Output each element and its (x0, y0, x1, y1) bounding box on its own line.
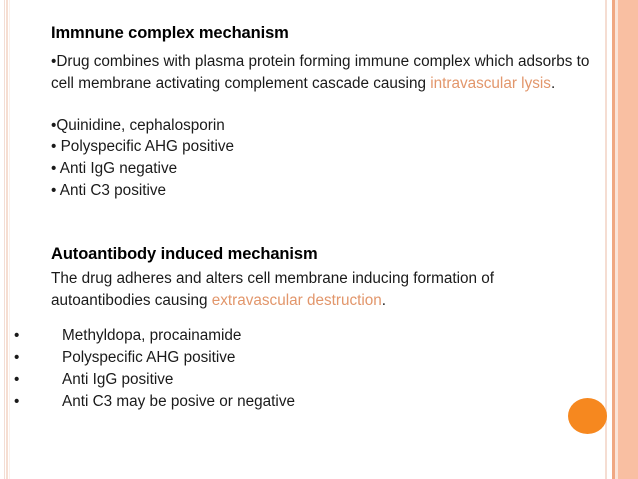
slide-content: Immnune complex mechanism •Drug combines… (14, 24, 596, 410)
section-1-bullet-3: • Anti IgG negative (51, 160, 178, 177)
left-border-thin-line (4, 0, 5, 479)
right-border-thin-line (605, 0, 607, 479)
right-border-accent-line (612, 0, 615, 479)
orange-circle-decoration (568, 398, 607, 434)
right-border-band (618, 0, 638, 479)
section-2-list-item-4-label: Anti C3 may be posive or negative (62, 393, 295, 410)
section-1-paragraph-lead: •Drug combines with plasma protein formi… (51, 53, 590, 92)
right-border-pale-line (615, 0, 618, 479)
section-2-list-item-3-label: Anti IgG positive (62, 371, 174, 388)
bullet-point-icon: • (14, 371, 20, 388)
section-1-paragraph: •Drug combines with plasma protein formi… (51, 51, 596, 94)
left-border-hairline (9, 0, 10, 479)
section-2-list-item-2-label: Polyspecific AHG positive (62, 349, 236, 366)
left-border-main-line (6, 0, 8, 479)
section-2-highlight-phrase: extravascular destruction (211, 291, 382, 309)
section-2-list-item-1-label: Methyldopa, procainamide (62, 327, 242, 344)
bullet-point-icon: • (14, 393, 20, 410)
section-2-paragraph: The drug adheres and alters cell membran… (51, 268, 596, 311)
section-2-heading: Autoantibody induced mechanism (51, 245, 318, 263)
section-1-paragraph-tail: . (550, 74, 556, 92)
section-1-highlight-phrase: intravascular lysis (430, 74, 551, 92)
bullet-point-icon: • (14, 327, 20, 344)
right-border-gap (607, 0, 612, 479)
section-2-paragraph-tail: . (381, 291, 387, 309)
section-2-paragraph-lead: The drug adheres and alters cell membran… (51, 270, 495, 309)
section-1-bullet-2: • Polyspecific AHG positive (51, 138, 235, 155)
section-1-bullet-1: •Quinidine, cephalosporin (51, 117, 225, 134)
bullet-point-icon: • (14, 349, 20, 366)
section-1-bullet-4: • Anti C3 positive (51, 182, 167, 199)
section-1-heading: Immnune complex mechanism (51, 24, 289, 42)
